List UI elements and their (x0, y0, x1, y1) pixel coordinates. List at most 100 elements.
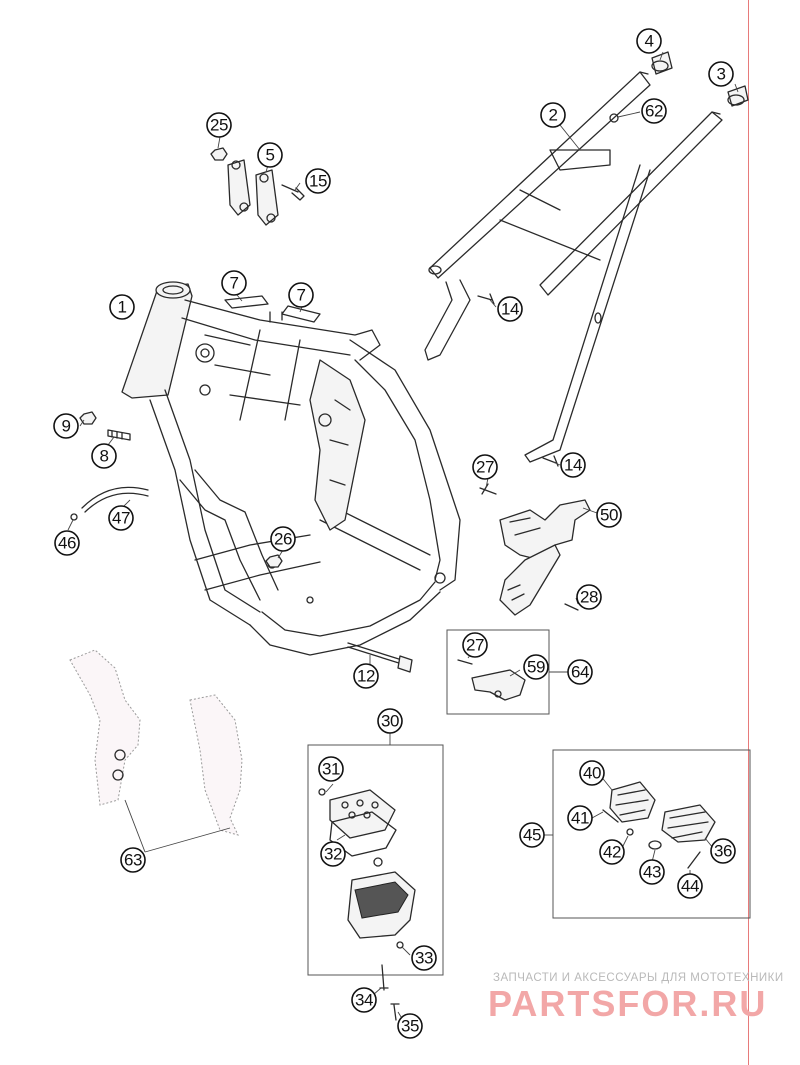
callout-42: 42 (599, 839, 625, 865)
svg-text:63: 63 (124, 851, 142, 870)
svg-text:2: 2 (549, 106, 558, 125)
callout-44: 44 (677, 873, 703, 899)
svg-text:15: 15 (309, 172, 327, 191)
screw-35 (390, 1003, 400, 1021)
callout-43: 43 (639, 859, 665, 885)
svg-text:28: 28 (580, 588, 598, 607)
callout-63: 63 (120, 847, 146, 873)
callout-12: 12 (353, 663, 379, 689)
svg-text:7: 7 (230, 274, 239, 293)
clamp-46 (70, 513, 78, 521)
leader-lines (67, 51, 739, 1021)
callout-46: 46 (54, 530, 80, 556)
callout-7a: 7 (221, 270, 247, 296)
nut-9 (79, 411, 97, 425)
nut-26 (265, 554, 283, 568)
callout-2: 2 (540, 102, 566, 128)
callout-7b: 7 (288, 282, 314, 308)
callout-5: 5 (257, 142, 283, 168)
callout-64: 64 (567, 659, 593, 685)
callout-27b: 27 (462, 632, 488, 658)
svg-text:35: 35 (401, 1017, 419, 1036)
callout-32: 32 (320, 841, 346, 867)
svg-text:59: 59 (527, 658, 545, 677)
svg-text:42: 42 (603, 843, 621, 862)
svg-text:62: 62 (645, 102, 663, 121)
svg-text:40: 40 (583, 764, 601, 783)
callout-47: 47 (108, 505, 134, 531)
frame-guard-63 (69, 649, 243, 836)
svg-text:25: 25 (210, 116, 228, 135)
svg-text:43: 43 (643, 863, 661, 882)
reservoir-housing (347, 857, 416, 939)
callout-15: 15 (305, 168, 331, 194)
bushing-3 (727, 85, 749, 107)
callout-14b: 14 (560, 452, 586, 478)
callout-14a: 14 (497, 296, 523, 322)
svg-text:3: 3 (717, 65, 726, 84)
svg-text:31: 31 (322, 760, 340, 779)
svg-text:27: 27 (466, 636, 484, 655)
link-plates-5 (227, 159, 279, 226)
callout-3: 3 (708, 61, 734, 87)
callout-27a: 27 (472, 454, 498, 480)
svg-text:33: 33 (415, 949, 433, 968)
bolt-8 (107, 429, 131, 441)
washer-43 (648, 840, 662, 850)
group-box-30 (307, 744, 444, 976)
svg-text:44: 44 (681, 877, 699, 896)
screw-34 (379, 964, 389, 991)
callout-40: 40 (579, 760, 605, 786)
main-frame (121, 281, 461, 656)
screw-27 (479, 483, 497, 495)
callout-31: 31 (318, 756, 344, 782)
watermark-caption: ЗАПЧАСТИ И АКСЕССУАРЫ ДЛЯ МОТОТЕХНИКИ (493, 972, 784, 984)
footpeg-40 (609, 781, 656, 823)
callout-26: 26 (270, 526, 296, 552)
nut-25 (210, 147, 228, 161)
callout-36: 36 (710, 838, 736, 864)
callout-33: 33 (411, 945, 437, 971)
screw-14b (542, 455, 559, 467)
linkage-guard-50 (499, 499, 591, 561)
svg-text:14: 14 (501, 300, 519, 319)
subframe (424, 71, 723, 463)
callout-41: 41 (567, 805, 593, 831)
footpeg-36 (661, 804, 716, 843)
pin-41 (602, 809, 619, 823)
svg-text:27: 27 (476, 458, 494, 477)
callout-34: 34 (351, 987, 377, 1013)
screw-14a (477, 293, 495, 305)
watermark-logo: PARTSFOR.RU (488, 983, 768, 1024)
bolt-12 (347, 642, 413, 673)
svg-text:14: 14 (564, 456, 582, 475)
svg-text:5: 5 (266, 146, 275, 165)
callout-28: 28 (576, 584, 602, 610)
svg-text:36: 36 (714, 842, 732, 861)
callout-50: 50 (596, 502, 622, 528)
cotter-pin-44 (687, 851, 701, 869)
callout-30: 30 (377, 708, 403, 734)
callout-8: 8 (91, 443, 117, 469)
svg-text:30: 30 (381, 712, 399, 731)
callout-9: 9 (53, 413, 79, 439)
svg-text:32: 32 (324, 845, 342, 864)
svg-text:34: 34 (355, 991, 373, 1010)
decal-7 (224, 295, 321, 323)
callout-4: 4 (636, 28, 662, 54)
svg-text:50: 50 (600, 506, 618, 525)
callout-35: 35 (397, 1013, 423, 1039)
group-box-45 (552, 749, 751, 919)
chain-guide-59 (457, 659, 526, 701)
callout-45: 45 (519, 822, 545, 848)
page-margin-line (748, 0, 749, 1065)
svg-text:12: 12 (357, 667, 375, 686)
chain-guide-28 (499, 544, 579, 616)
screw-62 (609, 111, 641, 123)
svg-text:41: 41 (571, 809, 589, 828)
svg-text:8: 8 (100, 447, 109, 466)
screw-33 (396, 941, 404, 949)
svg-text:46: 46 (58, 534, 76, 553)
screw-15 (281, 184, 305, 201)
